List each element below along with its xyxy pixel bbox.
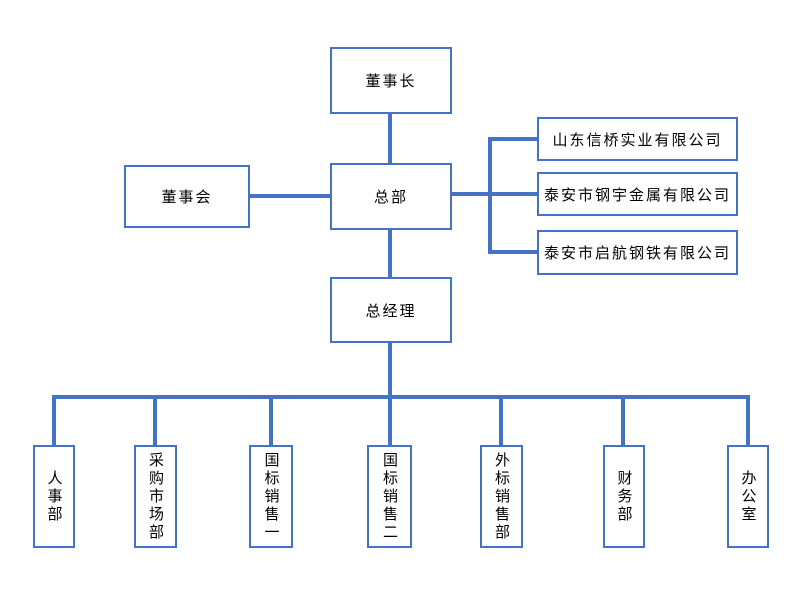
connector-headquarters-general-manager	[388, 230, 392, 277]
node-subsidiary-2: 泰安市钢宇金属有限公司	[537, 172, 738, 216]
connector-department-3-drop	[269, 395, 273, 445]
connector-departments-bus	[52, 395, 750, 399]
node-department-national-sales-2: 国标销售二	[367, 445, 412, 548]
connector-subsidiary-3-branch	[488, 250, 537, 254]
node-general-manager: 总经理	[330, 277, 452, 343]
connector-department-4-drop	[388, 395, 392, 445]
connector-subsidiary-1-branch	[488, 137, 537, 141]
connector-department-2-drop	[153, 395, 157, 445]
connector-department-5-drop	[499, 395, 503, 445]
connector-department-7-drop	[746, 395, 750, 445]
connector-department-1-drop	[52, 395, 56, 445]
node-board: 董事会	[124, 165, 250, 228]
connector-subsidiary-2-branch	[451, 192, 537, 196]
node-department-office: 办公室	[727, 445, 769, 548]
connector-department-6-drop	[621, 395, 625, 445]
node-department-finance: 财务部	[603, 445, 645, 548]
connector-chairman-headquarters	[388, 114, 392, 163]
node-department-national-sales-1: 国标销售一	[249, 445, 293, 548]
connector-general-manager-bus	[388, 342, 392, 399]
node-subsidiary-1: 山东信桥实业有限公司	[537, 117, 738, 161]
node-subsidiary-3: 泰安市启航钢铁有限公司	[537, 230, 738, 275]
connector-board-headquarters	[250, 194, 330, 198]
node-chairman: 董事长	[330, 47, 452, 114]
node-department-external-sales: 外标销售部	[480, 445, 523, 548]
node-department-hr: 人事部	[33, 445, 75, 548]
node-headquarters: 总部	[330, 163, 452, 230]
node-department-purchasing-market: 采购市场部	[134, 445, 177, 548]
